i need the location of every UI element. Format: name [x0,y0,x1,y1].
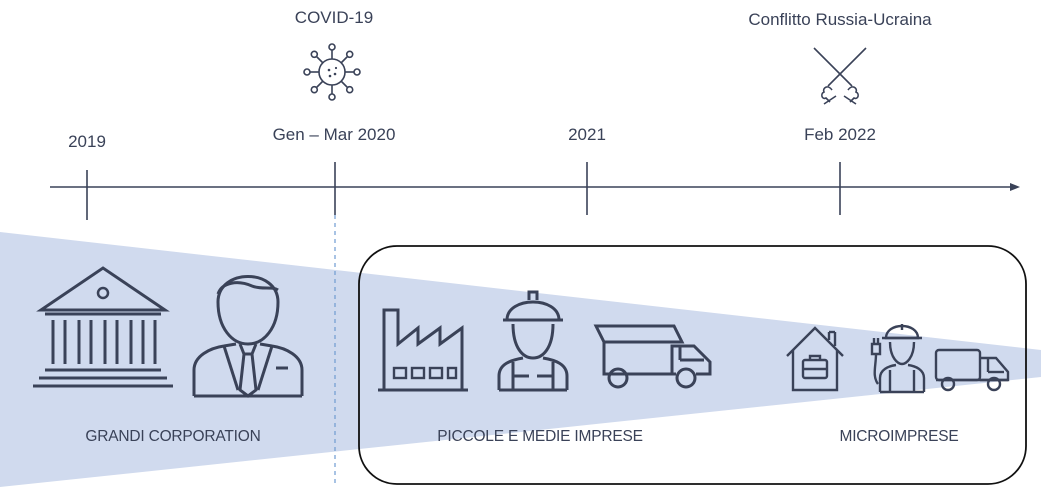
crossed-swords-icon [813,47,867,105]
delivery-truck-icon [934,348,1010,392]
home-office-icon [786,326,844,392]
bank-icon [33,266,173,388]
timeline-arrowhead [1010,183,1020,191]
date-label-2021: 2021 [568,125,606,144]
virus-icon [303,43,361,101]
dump-truck-icon [593,324,712,389]
date-label-feb2022: Feb 2022 [804,125,876,144]
segment-label-pmi: PICCOLE E MEDIE IMPRESE [437,428,643,445]
electrician-icon [870,324,926,394]
date-label-covid: Gen – Mar 2020 [272,125,396,144]
segment-label-micro: MICROIMPRESE [839,428,959,445]
segment-label-grandi: GRANDI CORPORATION [85,428,261,445]
date-label-2019: 2019 [68,132,106,151]
sme-micro-frame [358,245,1027,485]
factory-icon [378,308,468,392]
businessman-icon [192,275,304,398]
worker-icon [497,290,569,392]
event-label-covid: COVID-19 [294,8,374,27]
event-label-war: Conflitto Russia-Ucraina [748,10,932,29]
